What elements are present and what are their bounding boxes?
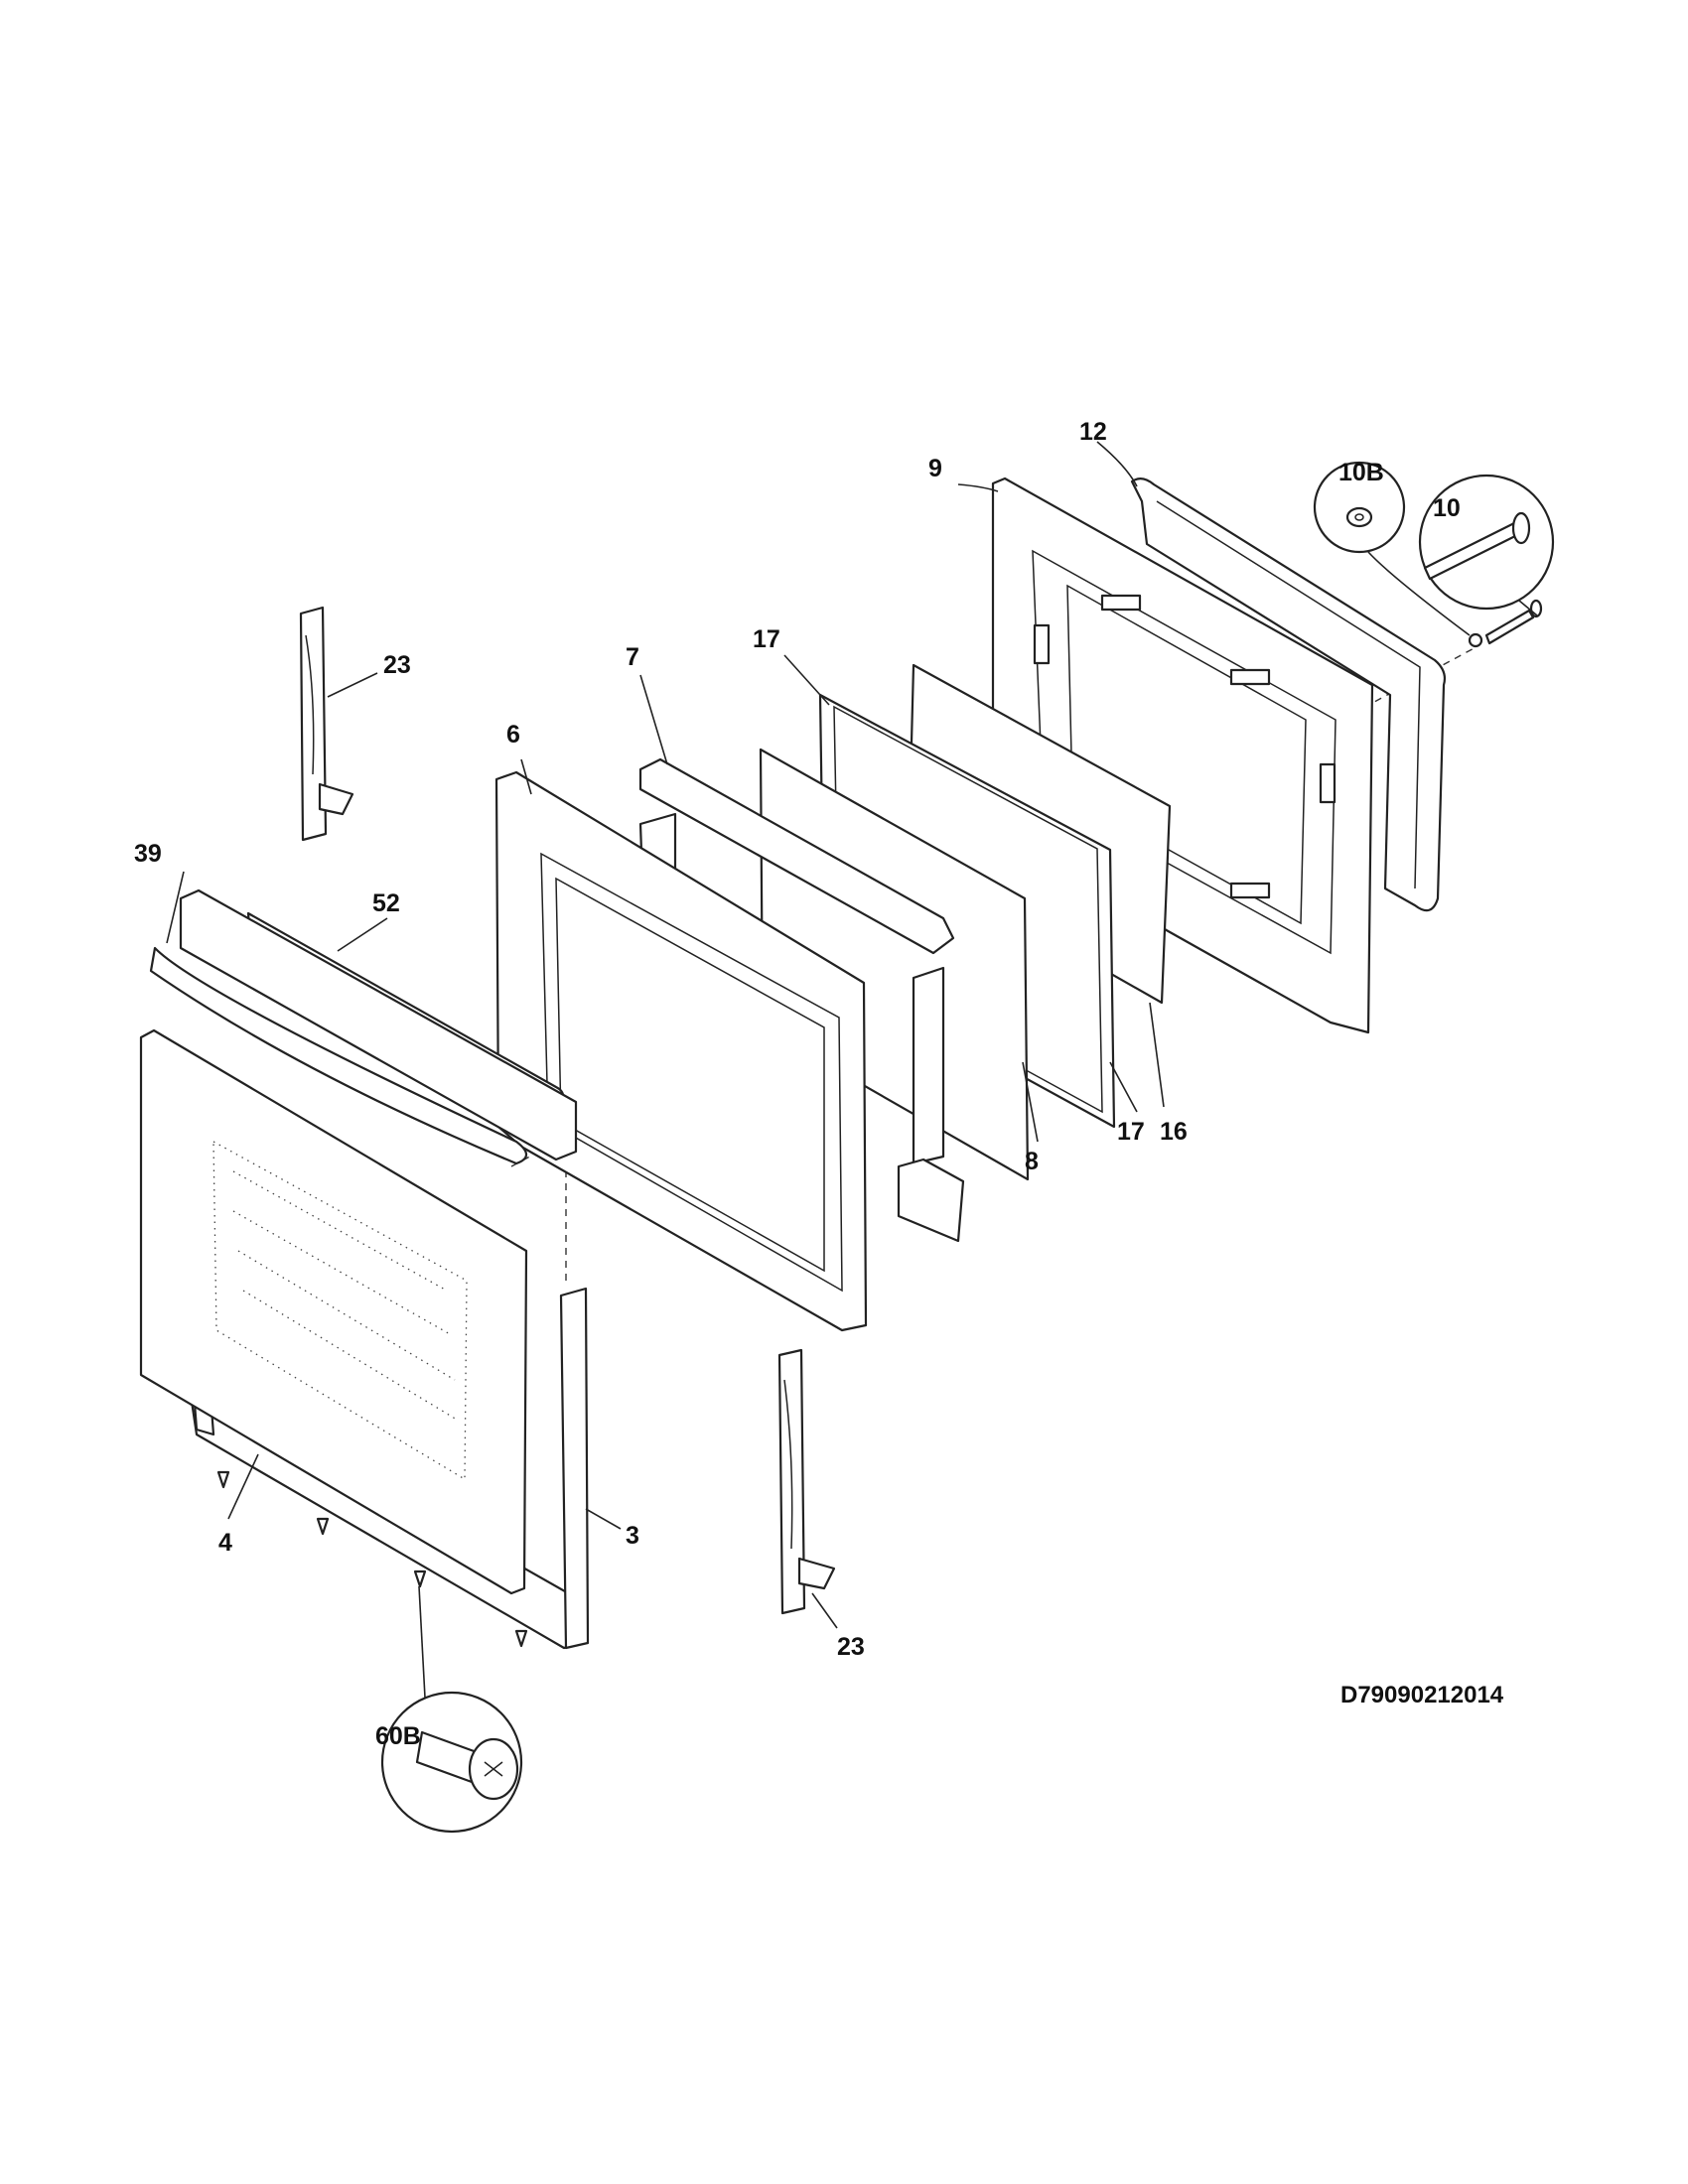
- label-39: 39: [134, 840, 162, 868]
- outer-glass-part: [139, 1028, 528, 1595]
- label-8: 8: [1025, 1148, 1039, 1175]
- label-23-lower: 23: [837, 1633, 865, 1661]
- washer-detail-callout: [1313, 461, 1471, 636]
- label-7: 7: [626, 643, 639, 671]
- label-17-upper: 17: [753, 625, 780, 653]
- label-9: 9: [928, 455, 942, 482]
- upper-hinge-part: [299, 606, 354, 842]
- inner-door-panel-part: [991, 477, 1374, 1034]
- door-insulation-part: [638, 757, 965, 1243]
- door-screws: [216, 1470, 528, 1648]
- door-screw-detail-callout: [380, 1585, 523, 1834]
- lower-hinge-part: [777, 1348, 836, 1615]
- label-10b: 10B: [1338, 459, 1384, 486]
- handle-trim-part: [149, 888, 578, 1165]
- label-4: 4: [218, 1529, 232, 1557]
- label-3: 3: [626, 1522, 639, 1550]
- label-16: 16: [1160, 1118, 1188, 1146]
- label-10: 10: [1433, 494, 1461, 522]
- label-23-upper: 23: [383, 651, 411, 679]
- label-6: 6: [506, 721, 520, 749]
- screw-detail-callout: [1418, 474, 1555, 616]
- label-12: 12: [1079, 418, 1107, 446]
- diagram-code: D79090212014: [1340, 1682, 1504, 1708]
- label-60b: 60B: [375, 1722, 421, 1750]
- door-gasket-part: [1130, 478, 1447, 912]
- label-17-lower: 17: [1117, 1118, 1145, 1146]
- hinge-screw-part: [1468, 599, 1543, 648]
- label-52: 52: [372, 889, 400, 917]
- leader-lines: [166, 441, 1165, 1629]
